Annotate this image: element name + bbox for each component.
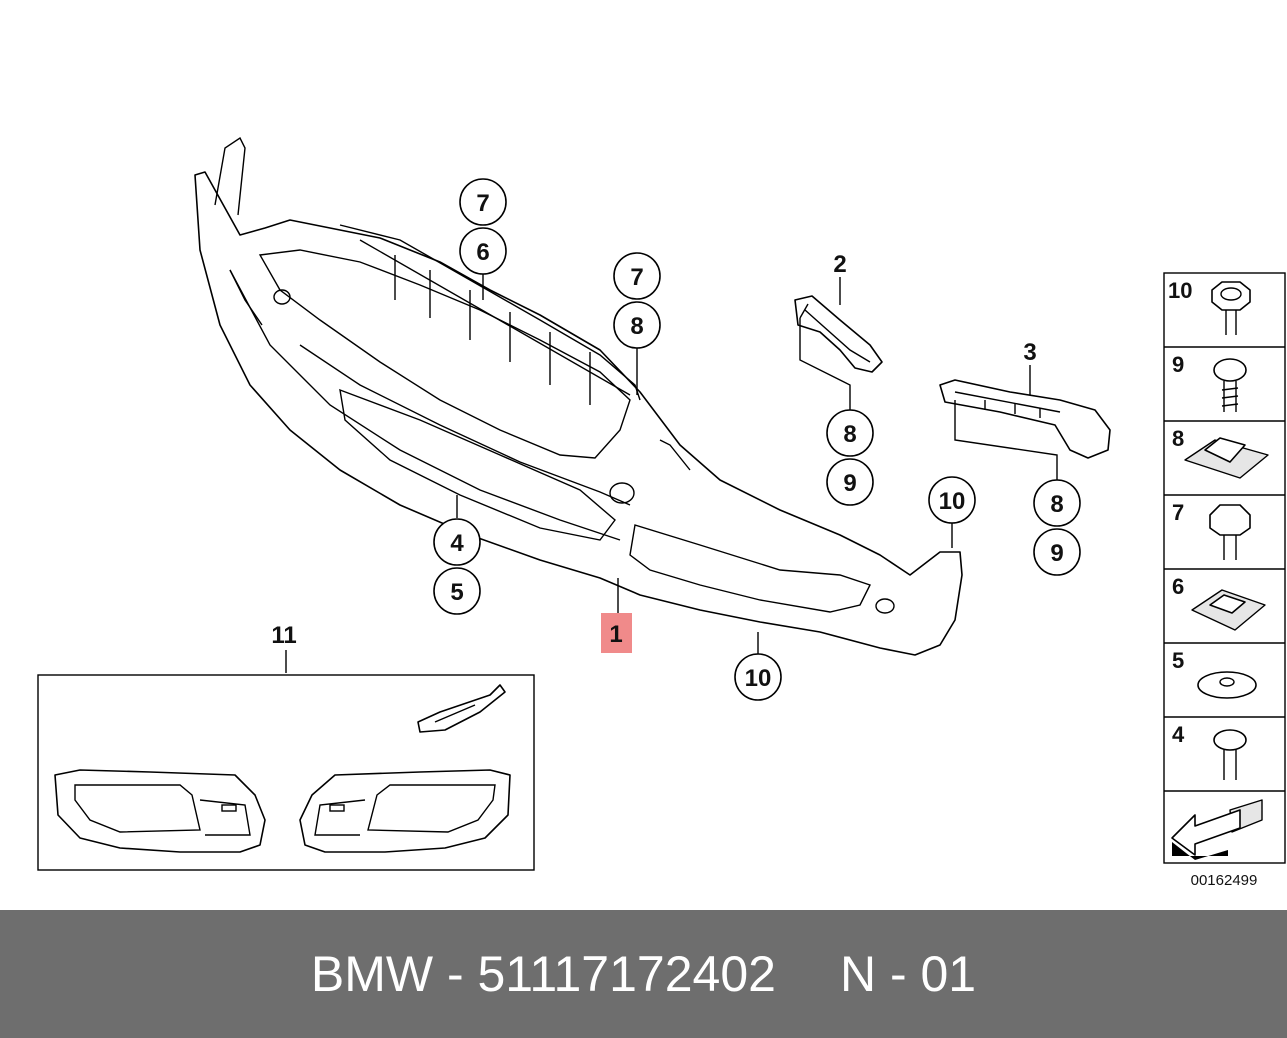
callout-5: 5 (433, 567, 481, 615)
legend-item-4: 4 (1172, 722, 1247, 780)
legend-item-6: 6 (1172, 574, 1266, 631)
svg-text:9: 9 (843, 470, 856, 497)
footer-bar: BMW - 51117172402 N - 01 (0, 910, 1287, 1038)
callout-group: 7 6 7 8 2 8 9 3 8 (271, 178, 1081, 701)
svg-text:4: 4 (1172, 722, 1185, 747)
callout-10-right: 10 (928, 476, 976, 524)
label-2: 2 (833, 251, 846, 278)
svg-text:8: 8 (1050, 491, 1063, 518)
svg-text:7: 7 (476, 190, 489, 217)
parts-diagram: 7 6 7 8 2 8 9 3 8 (37, 136, 1286, 889)
legend-item-8: 8 (1172, 426, 1269, 479)
legend-item-9: 9 (1172, 352, 1247, 412)
grille-set-box (37, 674, 535, 871)
callout-7-mid: 7 (613, 252, 661, 300)
svg-text:2: 2 (833, 251, 846, 278)
svg-text:9: 9 (1050, 540, 1063, 567)
callout-4: 4 (433, 518, 481, 566)
svg-text:6: 6 (1172, 574, 1184, 599)
svg-text:9: 9 (1172, 352, 1184, 377)
svg-text:10: 10 (1168, 278, 1192, 303)
label-1-highlighted: 1 (601, 613, 632, 653)
leader-lines (285, 273, 1058, 673)
legend-item-5: 5 (1172, 648, 1257, 699)
callout-10-bottom: 10 (734, 653, 782, 701)
svg-text:3: 3 (1023, 339, 1036, 366)
svg-text:8: 8 (843, 421, 856, 448)
svg-text:10: 10 (745, 665, 772, 692)
callout-9-bracket2: 9 (826, 458, 874, 506)
callout-8-bracket2: 8 (826, 409, 874, 457)
svg-text:7: 7 (630, 264, 643, 291)
label-11: 11 (271, 622, 296, 649)
label-3: 3 (1023, 339, 1036, 366)
svg-text:5: 5 (1172, 648, 1184, 673)
callout-8-bracket3: 8 (1033, 479, 1081, 527)
bracket-2-drawing (794, 295, 883, 373)
callout-7-top: 7 (459, 178, 507, 226)
svg-text:4: 4 (450, 530, 464, 557)
svg-text:6: 6 (476, 239, 489, 266)
callout-8-mid: 8 (613, 301, 661, 349)
diagram-position: N - 01 (839, 946, 977, 1002)
callout-9-bracket3: 9 (1033, 528, 1081, 576)
footer-text: BMW - 51117172402 N - 01 (311, 945, 976, 1003)
svg-text:7: 7 (1172, 500, 1184, 525)
highlight-box (601, 613, 632, 653)
parts-legend: 10 9 8 7 6 5 (1163, 272, 1286, 889)
svg-text:8: 8 (1172, 426, 1184, 451)
callout-6: 6 (459, 227, 507, 275)
svg-text:11: 11 (271, 622, 296, 649)
brand-part-number: BMW - 51117172402 (310, 946, 776, 1002)
bumper-cover-drawing (194, 136, 963, 656)
svg-text:1: 1 (609, 621, 622, 648)
svg-text:8: 8 (630, 313, 643, 340)
legend-item-10: 10 (1168, 278, 1251, 335)
diagram-id: 00162499 (1191, 872, 1258, 889)
bracket-3-drawing (939, 379, 1111, 459)
legend-arrow-icon (1171, 799, 1263, 860)
svg-text:5: 5 (450, 579, 463, 606)
legend-item-7: 7 (1172, 500, 1251, 560)
svg-text:10: 10 (939, 488, 966, 515)
